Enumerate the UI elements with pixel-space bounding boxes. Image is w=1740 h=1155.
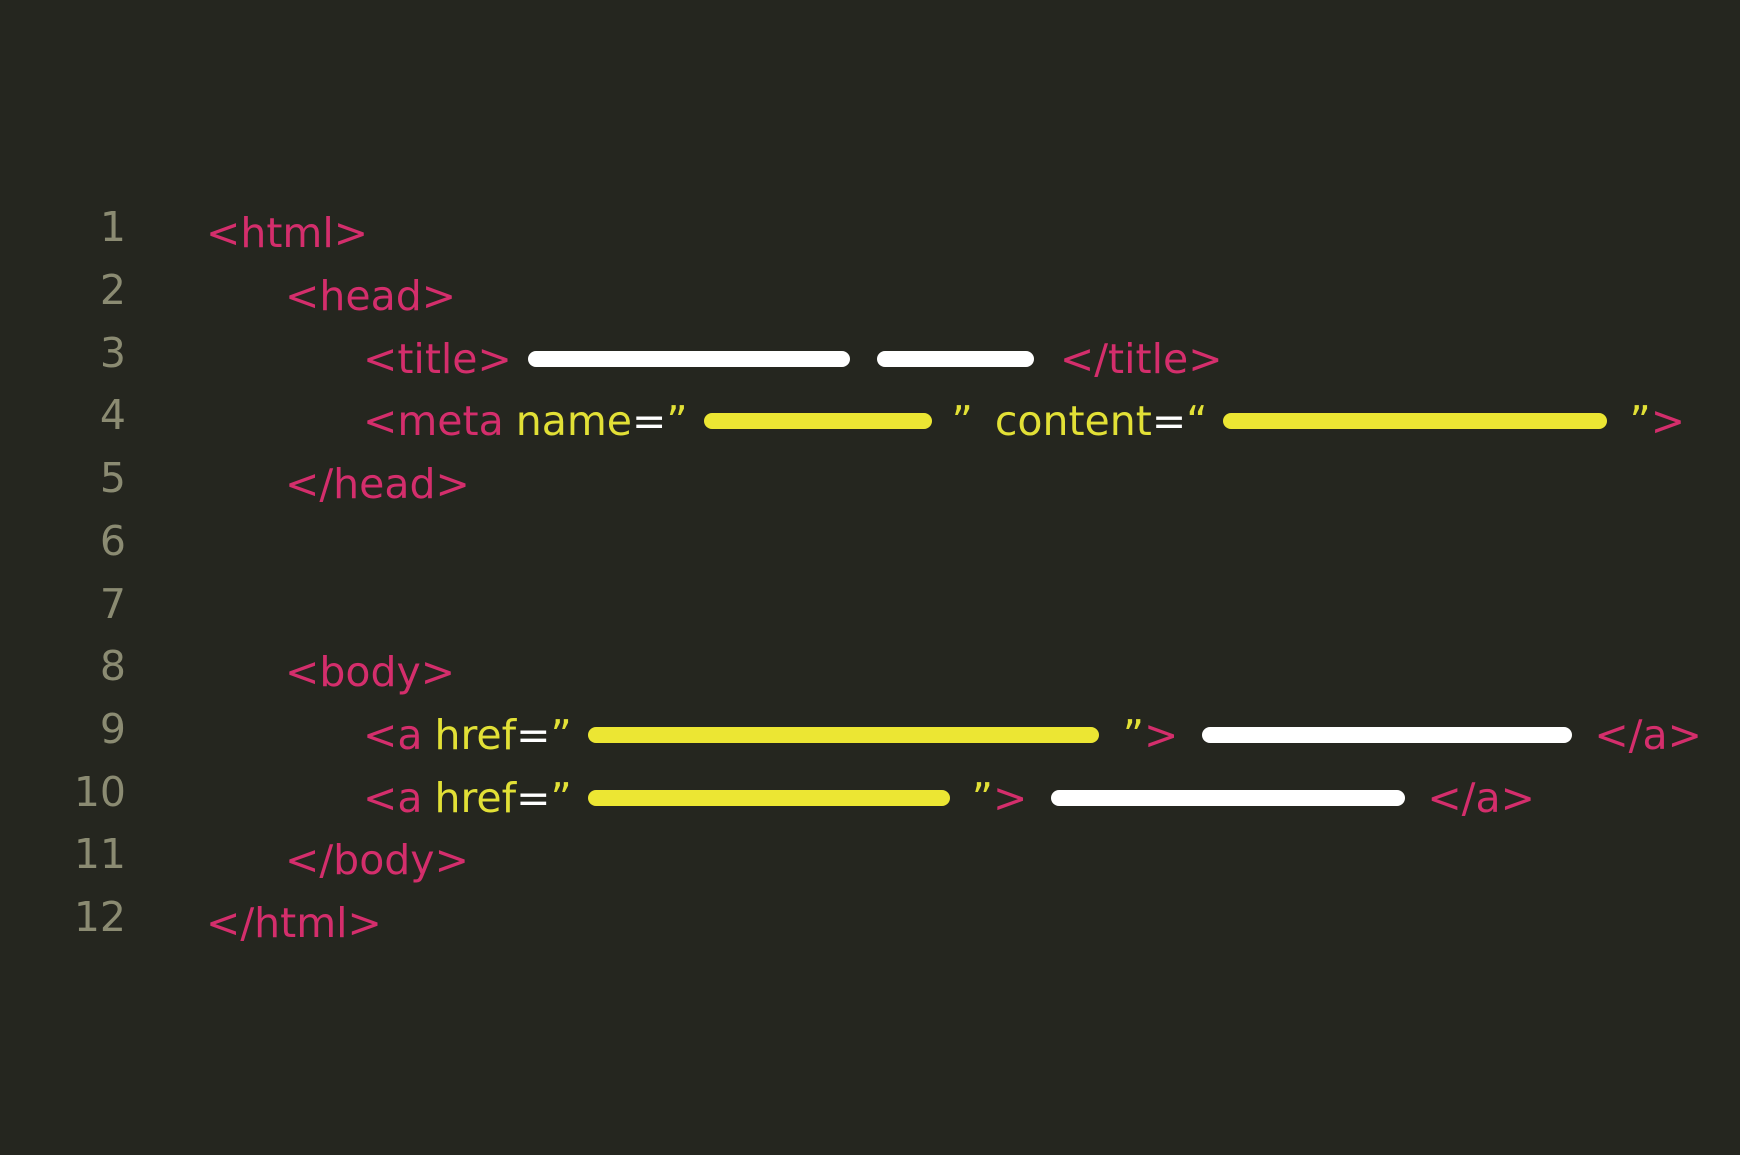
line-number: 9 (99, 705, 126, 753)
name-attr: name (515, 397, 632, 445)
code-line-3: <title> </title> (363, 329, 1223, 389)
html-open-tag: <html> (206, 209, 369, 257)
link-text-bar (1051, 790, 1406, 806)
line-number: 4 (99, 391, 126, 439)
quote: ” (951, 397, 973, 445)
anchor-tag: <a (363, 774, 423, 822)
line-number: 5 (99, 454, 126, 502)
quote: ” (550, 774, 572, 822)
title-close-tag: </title> (1059, 335, 1223, 383)
equals: = (516, 774, 551, 822)
code-line-9: <a href=” ”> </a> (363, 705, 1702, 765)
head-close-tag: </head> (285, 460, 470, 508)
quote: ” (1122, 711, 1144, 759)
line-number: 12 (73, 893, 126, 941)
link-text-bar (1202, 727, 1573, 743)
equals: = (632, 397, 667, 445)
quote: ” (666, 397, 688, 445)
equals: = (516, 711, 551, 759)
quote: ” (550, 711, 572, 759)
name-value-bar (703, 413, 932, 429)
line-number: 10 (73, 768, 126, 816)
tag-close: > (992, 774, 1028, 822)
href-value-bar (587, 727, 1099, 743)
href-attr: href (434, 774, 517, 822)
tag-close: > (1650, 397, 1686, 445)
anchor-tag: <a (363, 711, 423, 759)
line-number: 7 (99, 580, 126, 628)
content-attr: content (994, 397, 1152, 445)
line-number: 8 (99, 642, 126, 690)
code-line-11: </body> (285, 830, 469, 890)
quote: ” (1629, 397, 1651, 445)
code-line-5: </head> (285, 454, 470, 514)
html-close-tag: </html> (206, 899, 382, 947)
code-line-4: <meta name=” ” content=“ ”> (363, 391, 1685, 451)
head-open-tag: <head> (285, 272, 457, 320)
href-attr: href (434, 711, 517, 759)
line-number: 3 (99, 329, 126, 377)
body-close-tag: </body> (285, 836, 469, 884)
code-line-1: <html> (206, 203, 368, 263)
meta-tag: <meta (363, 397, 504, 445)
quote: “ (1186, 397, 1208, 445)
line-number: 6 (99, 517, 126, 565)
code-line-10: <a href=” ”> </a> (363, 768, 1535, 828)
body-open-tag: <body> (285, 648, 456, 696)
equals: = (1151, 397, 1187, 445)
title-open-tag: <title> (363, 335, 512, 383)
code-line-2: <head> (285, 266, 456, 326)
content-value-bar (1223, 413, 1608, 429)
tag-close: > (1143, 711, 1179, 759)
anchor-close-tag: </a> (1427, 774, 1535, 822)
code-line-8: <body> (285, 642, 455, 702)
line-number: 11 (73, 830, 126, 878)
line-number: 2 (99, 266, 126, 314)
href-value-bar (587, 790, 950, 806)
title-placeholder-bar (527, 351, 850, 367)
code-line-12: </html> (206, 893, 382, 953)
anchor-close-tag: </a> (1594, 711, 1702, 759)
title-placeholder-bar (876, 351, 1034, 367)
line-number: 1 (99, 203, 126, 251)
quote: ” (971, 774, 993, 822)
